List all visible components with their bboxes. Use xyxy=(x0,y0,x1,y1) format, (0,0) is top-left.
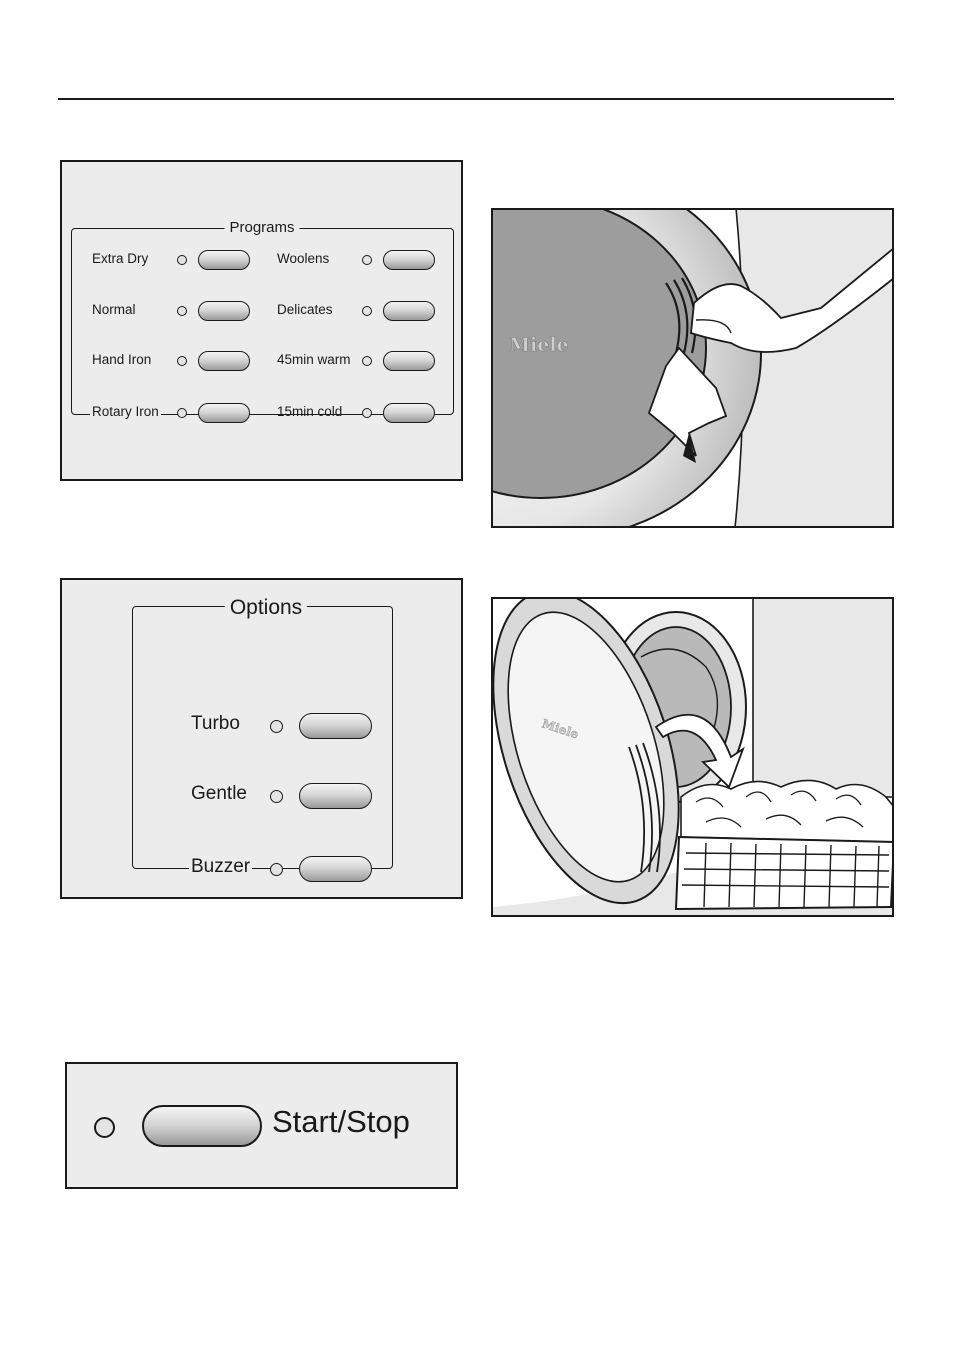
top-rule xyxy=(58,98,894,100)
program-label-woolens: Woolens xyxy=(277,251,329,266)
program-label-45min-warm: 45min warm xyxy=(277,352,351,367)
program-led-normal xyxy=(177,306,187,316)
programs-title: Programs xyxy=(224,219,299,236)
programs-panel: Programs Extra Dry Normal Hand Iron Rota… xyxy=(60,160,463,481)
program-button-extra-dry[interactable] xyxy=(198,250,250,270)
program-label-hand-iron: Hand Iron xyxy=(92,352,151,367)
option-led-buzzer xyxy=(270,863,283,876)
start-stop-panel: Start/Stop xyxy=(65,1062,458,1189)
program-button-delicates[interactable] xyxy=(383,301,435,321)
options-panel: Options Turbo Gentle Buzzer xyxy=(60,578,463,899)
option-button-buzzer[interactable] xyxy=(299,856,372,882)
start-stop-button[interactable] xyxy=(142,1105,262,1147)
program-led-rotary-iron xyxy=(177,408,187,418)
program-led-15min-cold xyxy=(362,408,372,418)
program-led-extra-dry xyxy=(177,255,187,265)
program-button-woolens[interactable] xyxy=(383,250,435,270)
option-label-turbo: Turbo xyxy=(191,713,240,735)
program-label-rotary-iron: Rotary Iron xyxy=(90,404,161,419)
option-label-buzzer: Buzzer xyxy=(189,856,252,878)
program-label-extra-dry: Extra Dry xyxy=(92,251,148,266)
unloading-laundry-illustration: Miele xyxy=(491,597,894,917)
start-stop-led xyxy=(94,1117,115,1138)
program-button-normal[interactable] xyxy=(198,301,250,321)
option-led-gentle xyxy=(270,790,283,803)
program-label-15min-cold: 15min cold xyxy=(277,404,342,419)
option-led-turbo xyxy=(270,720,283,733)
option-button-gentle[interactable] xyxy=(299,783,372,809)
program-button-hand-iron[interactable] xyxy=(198,351,250,371)
drum-brand-logo: Miele xyxy=(509,334,569,356)
option-button-turbo[interactable] xyxy=(299,713,372,739)
program-led-delicates xyxy=(362,306,372,316)
door-opening-illustration: Miele xyxy=(491,208,894,528)
program-label-delicates: Delicates xyxy=(277,302,333,317)
program-button-45min-warm[interactable] xyxy=(383,351,435,371)
start-stop-label: Start/Stop xyxy=(272,1104,410,1140)
options-title: Options xyxy=(225,596,307,620)
program-led-woolens xyxy=(362,255,372,265)
program-led-45min-warm xyxy=(362,356,372,366)
option-label-gentle: Gentle xyxy=(191,783,247,805)
program-button-15min-cold[interactable] xyxy=(383,403,435,423)
program-button-rotary-iron[interactable] xyxy=(198,403,250,423)
program-label-normal: Normal xyxy=(92,302,136,317)
program-led-hand-iron xyxy=(177,356,187,366)
